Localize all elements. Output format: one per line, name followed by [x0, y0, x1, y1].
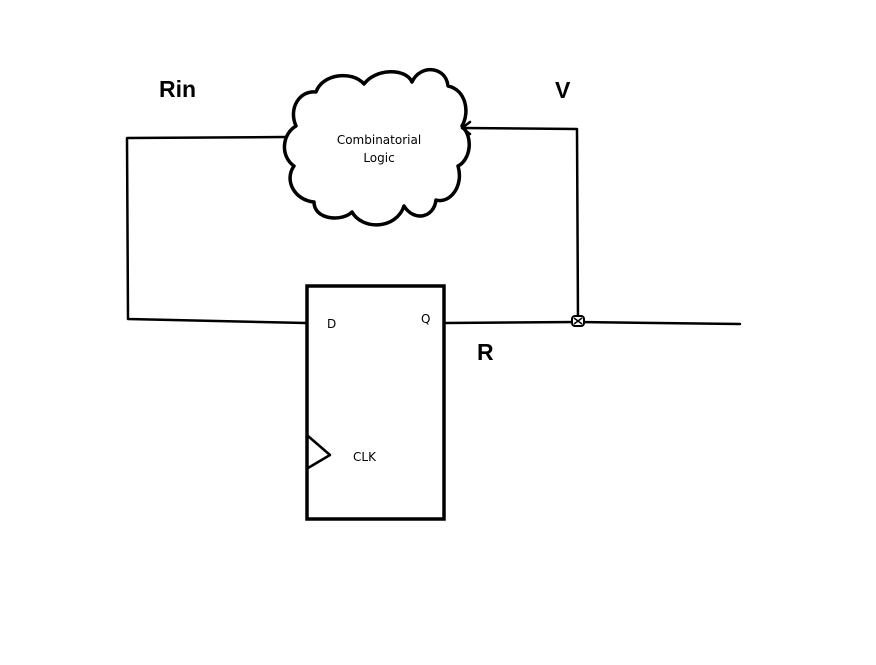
port-d-label: D	[327, 317, 336, 331]
combinatorial-logic-cloud: Combinatorial Logic	[282, 67, 471, 227]
logic-label-line2: Logic	[363, 151, 394, 165]
arrowhead-into-logic	[460, 120, 472, 136]
logic-label-line1: Combinatorial	[337, 133, 421, 147]
port-clk-label: CLK	[353, 450, 377, 464]
label-rin: Rin	[159, 76, 196, 102]
flip-flop-box	[305, 284, 446, 521]
wire-v-feedback	[461, 126, 580, 323]
wire-q-output	[442, 320, 742, 326]
label-v: V	[555, 77, 571, 103]
wire-rin-feedback	[125, 135, 308, 325]
d-flip-flop: D Q CLK	[305, 284, 446, 521]
junction-node	[571, 315, 585, 327]
cloud-outline	[282, 67, 471, 227]
clock-triangle-icon	[306, 434, 332, 470]
port-q-label: Q	[421, 312, 430, 326]
label-r: R	[477, 339, 494, 365]
